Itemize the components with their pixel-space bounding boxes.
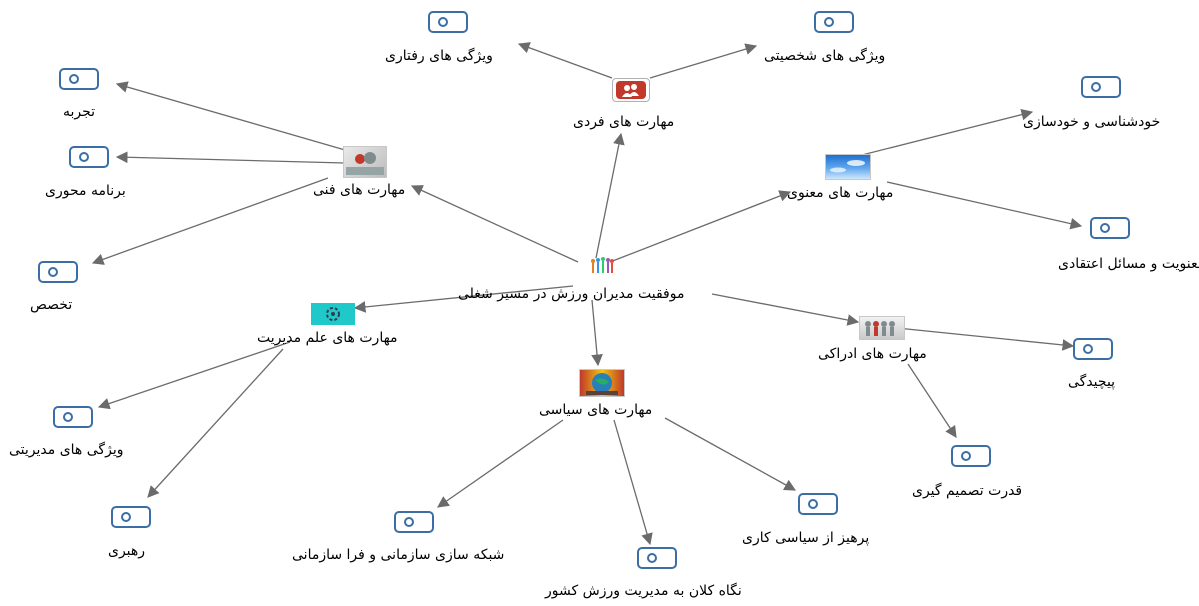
edge-management-traits <box>97 341 291 410</box>
code-leadership-icon <box>111 506 151 528</box>
code-spirituality[interactable]: معنویت و مسائل اعتقادی <box>1058 256 1199 272</box>
code-complexity-icon <box>1073 338 1113 360</box>
edge-spiritual-faith <box>886 181 1083 230</box>
gear-image-icon <box>311 303 355 325</box>
category-spiritual[interactable]: مهارت های معنوی <box>787 185 894 201</box>
edge-perceptual-complexity <box>896 327 1075 351</box>
code-experience-icon <box>59 68 99 90</box>
code-networking-icon <box>394 511 434 533</box>
code-spirituality-icon <box>1090 217 1130 239</box>
code-specialty[interactable]: تخصص <box>30 297 73 313</box>
career-logo-icon <box>590 256 614 276</box>
code-behavioral-icon <box>428 11 468 33</box>
sky-image-icon <box>825 154 871 180</box>
category-technical[interactable]: مهارت های فنی <box>313 182 406 198</box>
code-experience[interactable]: تجربه <box>63 104 96 120</box>
globe-image-icon <box>579 369 625 397</box>
technical-skills-image-icon <box>343 146 387 178</box>
code-personality[interactable]: ویژگی های شخصیتی <box>764 48 886 64</box>
category-management[interactable]: مهارت های علم مدیریت <box>257 330 398 346</box>
code-selfknowledge-icon <box>1081 76 1121 98</box>
category-political[interactable]: مهارت های سیاسی <box>539 402 653 418</box>
edge-center-individual <box>595 132 625 259</box>
code-mgmt-traits[interactable]: ویژگی های مدیریتی <box>9 442 124 458</box>
crowd-image-icon <box>859 316 905 340</box>
code-mgmt-traits-icon <box>53 406 93 428</box>
people-icon <box>612 78 650 102</box>
code-avoid-politics-icon <box>798 493 838 515</box>
code-behavioral[interactable]: ویژگی های رفتاری <box>385 48 493 64</box>
edge-individual-behavioral <box>517 42 613 79</box>
edge-individual-personality <box>649 43 758 79</box>
category-perceptual[interactable]: مهارت های ادراکی <box>818 346 927 362</box>
edge-perceptual-decision <box>907 363 957 438</box>
edge-center-spiritual <box>609 190 792 263</box>
code-macro-view-icon <box>637 547 677 569</box>
edge-technical-programming <box>115 151 346 164</box>
edge-technical-specialty <box>91 177 329 265</box>
code-selfknowledge[interactable]: خودشناسی و خودسازی <box>1023 114 1161 130</box>
edge-management-leadership <box>147 348 284 498</box>
code-decision[interactable]: قدرت تصمیم گیری <box>912 483 1023 499</box>
edge-political-networking <box>437 419 564 508</box>
code-macro-view[interactable]: نگاه کلان به مدیریت ورزش کشور <box>545 583 742 599</box>
center-label[interactable]: موفقیت مدیران ورزش در مسیر شغلی <box>458 286 685 302</box>
code-leadership[interactable]: رهبری <box>108 543 146 559</box>
edge-center-technical <box>410 185 579 263</box>
code-networking[interactable]: شبکه سازی سازمانی و فرا سازمانی <box>292 547 505 563</box>
code-programming-icon <box>69 146 109 168</box>
code-specialty-icon <box>38 261 78 283</box>
code-personality-icon <box>814 11 854 33</box>
code-avoid-politics[interactable]: پرهیز از سیاسی کاری <box>742 530 870 546</box>
edge-political-macro <box>613 419 653 546</box>
edge-center-perceptual <box>711 293 860 326</box>
code-programming[interactable]: برنامه محوری <box>45 183 126 199</box>
code-decision-icon <box>951 445 991 467</box>
edge-spiritual-self <box>849 108 1034 159</box>
code-complexity[interactable]: پیچیدگی <box>1068 374 1116 390</box>
edge-political-avoid <box>664 417 797 491</box>
category-individual[interactable]: مهارت های فردی <box>573 114 675 130</box>
edge-center-political <box>591 299 603 367</box>
edge-technical-experience <box>115 81 346 151</box>
edge-center-management <box>353 285 574 313</box>
